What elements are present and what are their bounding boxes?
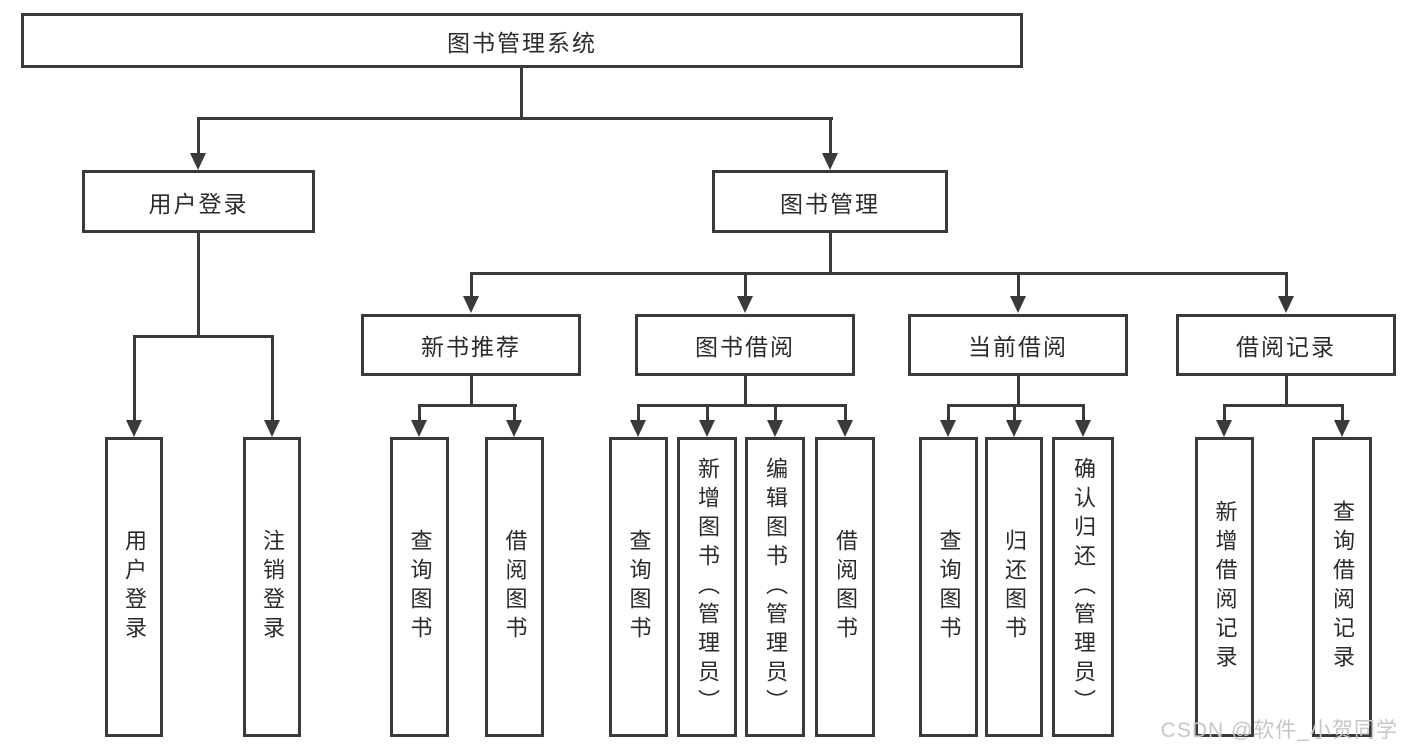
arrow-down-icon [1075,420,1091,437]
arrow-down-icon [190,153,206,170]
node-book-management: 图书管理 [712,170,948,233]
connector-drop-leaf [1082,404,1085,422]
leaf-add-book-admin: 新增图书（管理员） [677,437,737,737]
connector-records-stem [1285,376,1288,407]
arrow-down-icon [411,420,427,437]
leaf-query-books-borrowing: 查询图书 [609,437,668,737]
connector-drop-leaf [1341,404,1344,422]
leaf-add-borrow-record: 新增借阅记录 [1195,437,1254,737]
connector-drop-user-login [197,117,200,154]
connector-drop-leaf [706,404,709,422]
connector-borrowing-stem [744,376,747,407]
connector-drop-leaf [271,335,274,422]
leaf-add-book-admin-label: 新增图书（管理员） [695,456,720,718]
leaf-query-books-borrowing-label: 查询图书 [626,529,652,645]
connector-drop-leaf [513,404,516,422]
arrow-down-icon [264,420,280,437]
node-user-login: 用户登录 [82,170,315,233]
leaf-borrow-books-borrowing: 借阅图书 [815,437,875,737]
connector-recommend-split [418,404,517,407]
leaf-query-books-current: 查询图书 [919,437,978,737]
node-borrow-records: 借阅记录 [1176,314,1396,376]
leaf-logout-label: 注销登录 [260,529,285,645]
leaf-query-borrow-record: 查询借阅记录 [1312,437,1372,737]
watermark: CSDN @软件_小贺同学 [1160,719,1398,742]
connector-user-login-split [133,335,274,338]
leaf-edit-book-admin: 编辑图书（管理员） [745,437,805,737]
connector-borrowing-split [637,404,847,407]
connector-root-split [197,117,833,120]
connector-recommend-stem [470,376,473,407]
node-library-system: 图书管理系统 [21,13,1023,68]
arrow-down-icon [1334,420,1350,437]
connector-book-management-split [470,272,1288,275]
connector-drop-leaf [1223,404,1226,422]
node-current-borrowing-label: 当前借阅 [968,334,1068,360]
arrow-down-icon [1278,296,1294,313]
leaf-borrow-books-recommend: 借阅图书 [485,437,544,737]
arrow-down-icon [767,420,783,437]
arrow-down-icon [940,420,956,437]
leaf-logout: 注销登录 [243,437,301,737]
leaf-query-books-current-label: 查询图书 [936,529,962,645]
connector-drop-leaf [637,404,640,422]
leaf-return-books: 归还图书 [985,437,1043,737]
connector-drop-book-management [829,117,832,154]
leaf-borrow-books-borrowing-label: 借阅图书 [833,529,858,645]
leaf-add-borrow-record-label: 新增借阅记录 [1212,500,1238,674]
connector-drop-level3 [470,272,473,298]
node-book-management-label: 图书管理 [780,190,880,217]
arrow-down-icon [822,153,838,170]
leaf-return-books-label: 归还图书 [1002,529,1027,645]
connector-current-split [947,404,1085,407]
connector-drop-leaf [844,404,847,422]
leaf-user-login: 用户登录 [105,437,163,737]
leaf-query-books-recommend-label: 查询图书 [407,529,433,645]
arrow-down-icon [699,420,715,437]
connector-root-stem [520,68,523,120]
connector-records-split [1223,404,1344,407]
leaf-confirm-return-admin: 确认归还（管理员） [1052,437,1114,737]
node-new-book-recommend: 新书推荐 [361,314,581,376]
node-borrow-records-label: 借阅记录 [1236,334,1336,360]
arrow-down-icon [1010,296,1026,313]
node-new-book-recommend-label: 新书推荐 [421,334,521,360]
arrow-down-icon [630,420,646,437]
arrow-down-icon [1216,420,1232,437]
connector-drop-leaf [947,404,950,422]
leaf-query-borrow-record-label: 查询借阅记录 [1330,500,1355,674]
arrow-down-icon [837,420,853,437]
leaf-edit-book-admin-label: 编辑图书（管理员） [763,456,788,718]
connector-drop-level3 [1017,272,1020,298]
connector-drop-leaf [133,335,136,422]
arrow-down-icon [737,296,753,313]
node-user-login-label: 用户登录 [148,190,249,217]
leaf-confirm-return-admin-label: 确认归还（管理员） [1071,456,1096,718]
connector-drop-level3 [744,272,747,298]
connector-drop-leaf [1013,404,1016,422]
connector-drop-leaf [418,404,421,422]
arrow-down-icon [1006,420,1022,437]
arrow-down-icon [126,420,142,437]
leaf-borrow-books-recommend-label: 借阅图书 [502,529,528,645]
node-book-borrowing-label: 图书借阅 [695,334,795,360]
arrow-down-icon [463,296,479,313]
connector-book-management-stem [829,233,832,275]
node-library-system-label: 图书管理系统 [447,29,597,56]
node-current-borrowing: 当前借阅 [908,314,1128,376]
connector-drop-leaf [774,404,777,422]
leaf-query-books-recommend: 查询图书 [390,437,449,737]
node-book-borrowing: 图书借阅 [635,314,855,376]
connector-current-stem [1017,376,1020,407]
connector-drop-level3 [1285,272,1288,298]
connector-user-login-stem [197,233,200,338]
arrow-down-icon [506,420,522,437]
leaf-user-login-label: 用户登录 [122,529,147,645]
